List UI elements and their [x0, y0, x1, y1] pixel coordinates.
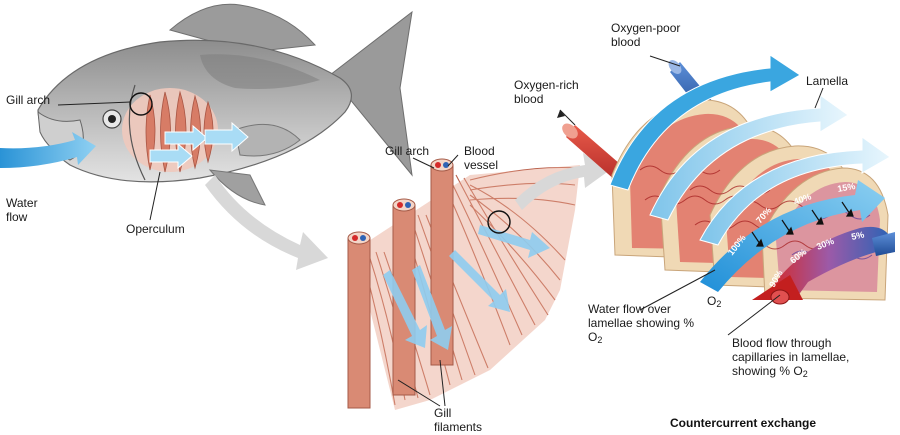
label-water-flow: Water flow — [6, 196, 38, 224]
gill-arch-highlight — [129, 92, 153, 116]
blood-percent-5: 5% — [850, 229, 865, 241]
label-gill-filaments: Gill filaments — [434, 406, 483, 434]
fish-pectoral-fin — [234, 123, 301, 157]
label-water-flow-lamellae: Water flow over lamellae showing % O2 — [588, 302, 695, 345]
diagram-title: Countercurrent exchange — [670, 416, 817, 430]
label-gill-arch-detail: Gill arch — [385, 144, 430, 158]
water-flow-arrow — [0, 132, 96, 168]
blood-vessel-outlet — [770, 289, 790, 305]
label-oxygen-poor-blood: Oxygen-poor blood — [611, 21, 681, 49]
gray-arrow-arch-to-lamellae — [515, 153, 610, 210]
blood-flow-arrowhead — [752, 275, 803, 300]
blood-vessel-dots — [352, 162, 449, 241]
blue-vessel-end — [872, 232, 895, 256]
filament-fill — [355, 165, 580, 410]
gray-arrow-fish-to-arch — [205, 175, 328, 270]
label-blood-flow-capillaries: Blood flow through capillaries in lamell… — [732, 336, 850, 379]
water-percent-15: 15% — [837, 181, 856, 194]
oxygen-rich-pointer — [557, 110, 565, 118]
water-flow-band — [700, 180, 885, 292]
label-gill-arch-fish: Gill arch — [6, 93, 51, 107]
top-arrow-2 — [649, 94, 849, 221]
label-operculum: Operculum — [126, 222, 185, 236]
top-arrow-1 — [609, 54, 801, 191]
fish-operculum-edge — [128, 84, 146, 181]
fish-tail — [329, 10, 413, 177]
label-o2: O2 — [707, 294, 722, 309]
countercurrent-detail: 100% 70% 40% 15% 90% 60% 30% 5% — [562, 54, 895, 305]
fish-back-spots — [200, 54, 320, 89]
leader-lines — [57, 55, 824, 407]
label-lamella: Lamella — [806, 74, 849, 88]
blood-flow-band — [770, 226, 888, 300]
label-oxygen-rich-blood: Oxygen-rich blood — [514, 78, 579, 106]
top-arrow-3 — [699, 136, 891, 246]
gill-arch-detail — [347, 158, 580, 410]
fish-dorsal-fin — [168, 3, 317, 53]
label-blood-vessel: Blood vessel — [464, 144, 499, 172]
diffusion-arrows — [751, 201, 854, 247]
fish — [37, 3, 413, 206]
fish-belly-fin — [208, 169, 266, 206]
lamella-highlight-circle — [487, 210, 511, 234]
fish-internal-water-arrows — [149, 121, 249, 170]
